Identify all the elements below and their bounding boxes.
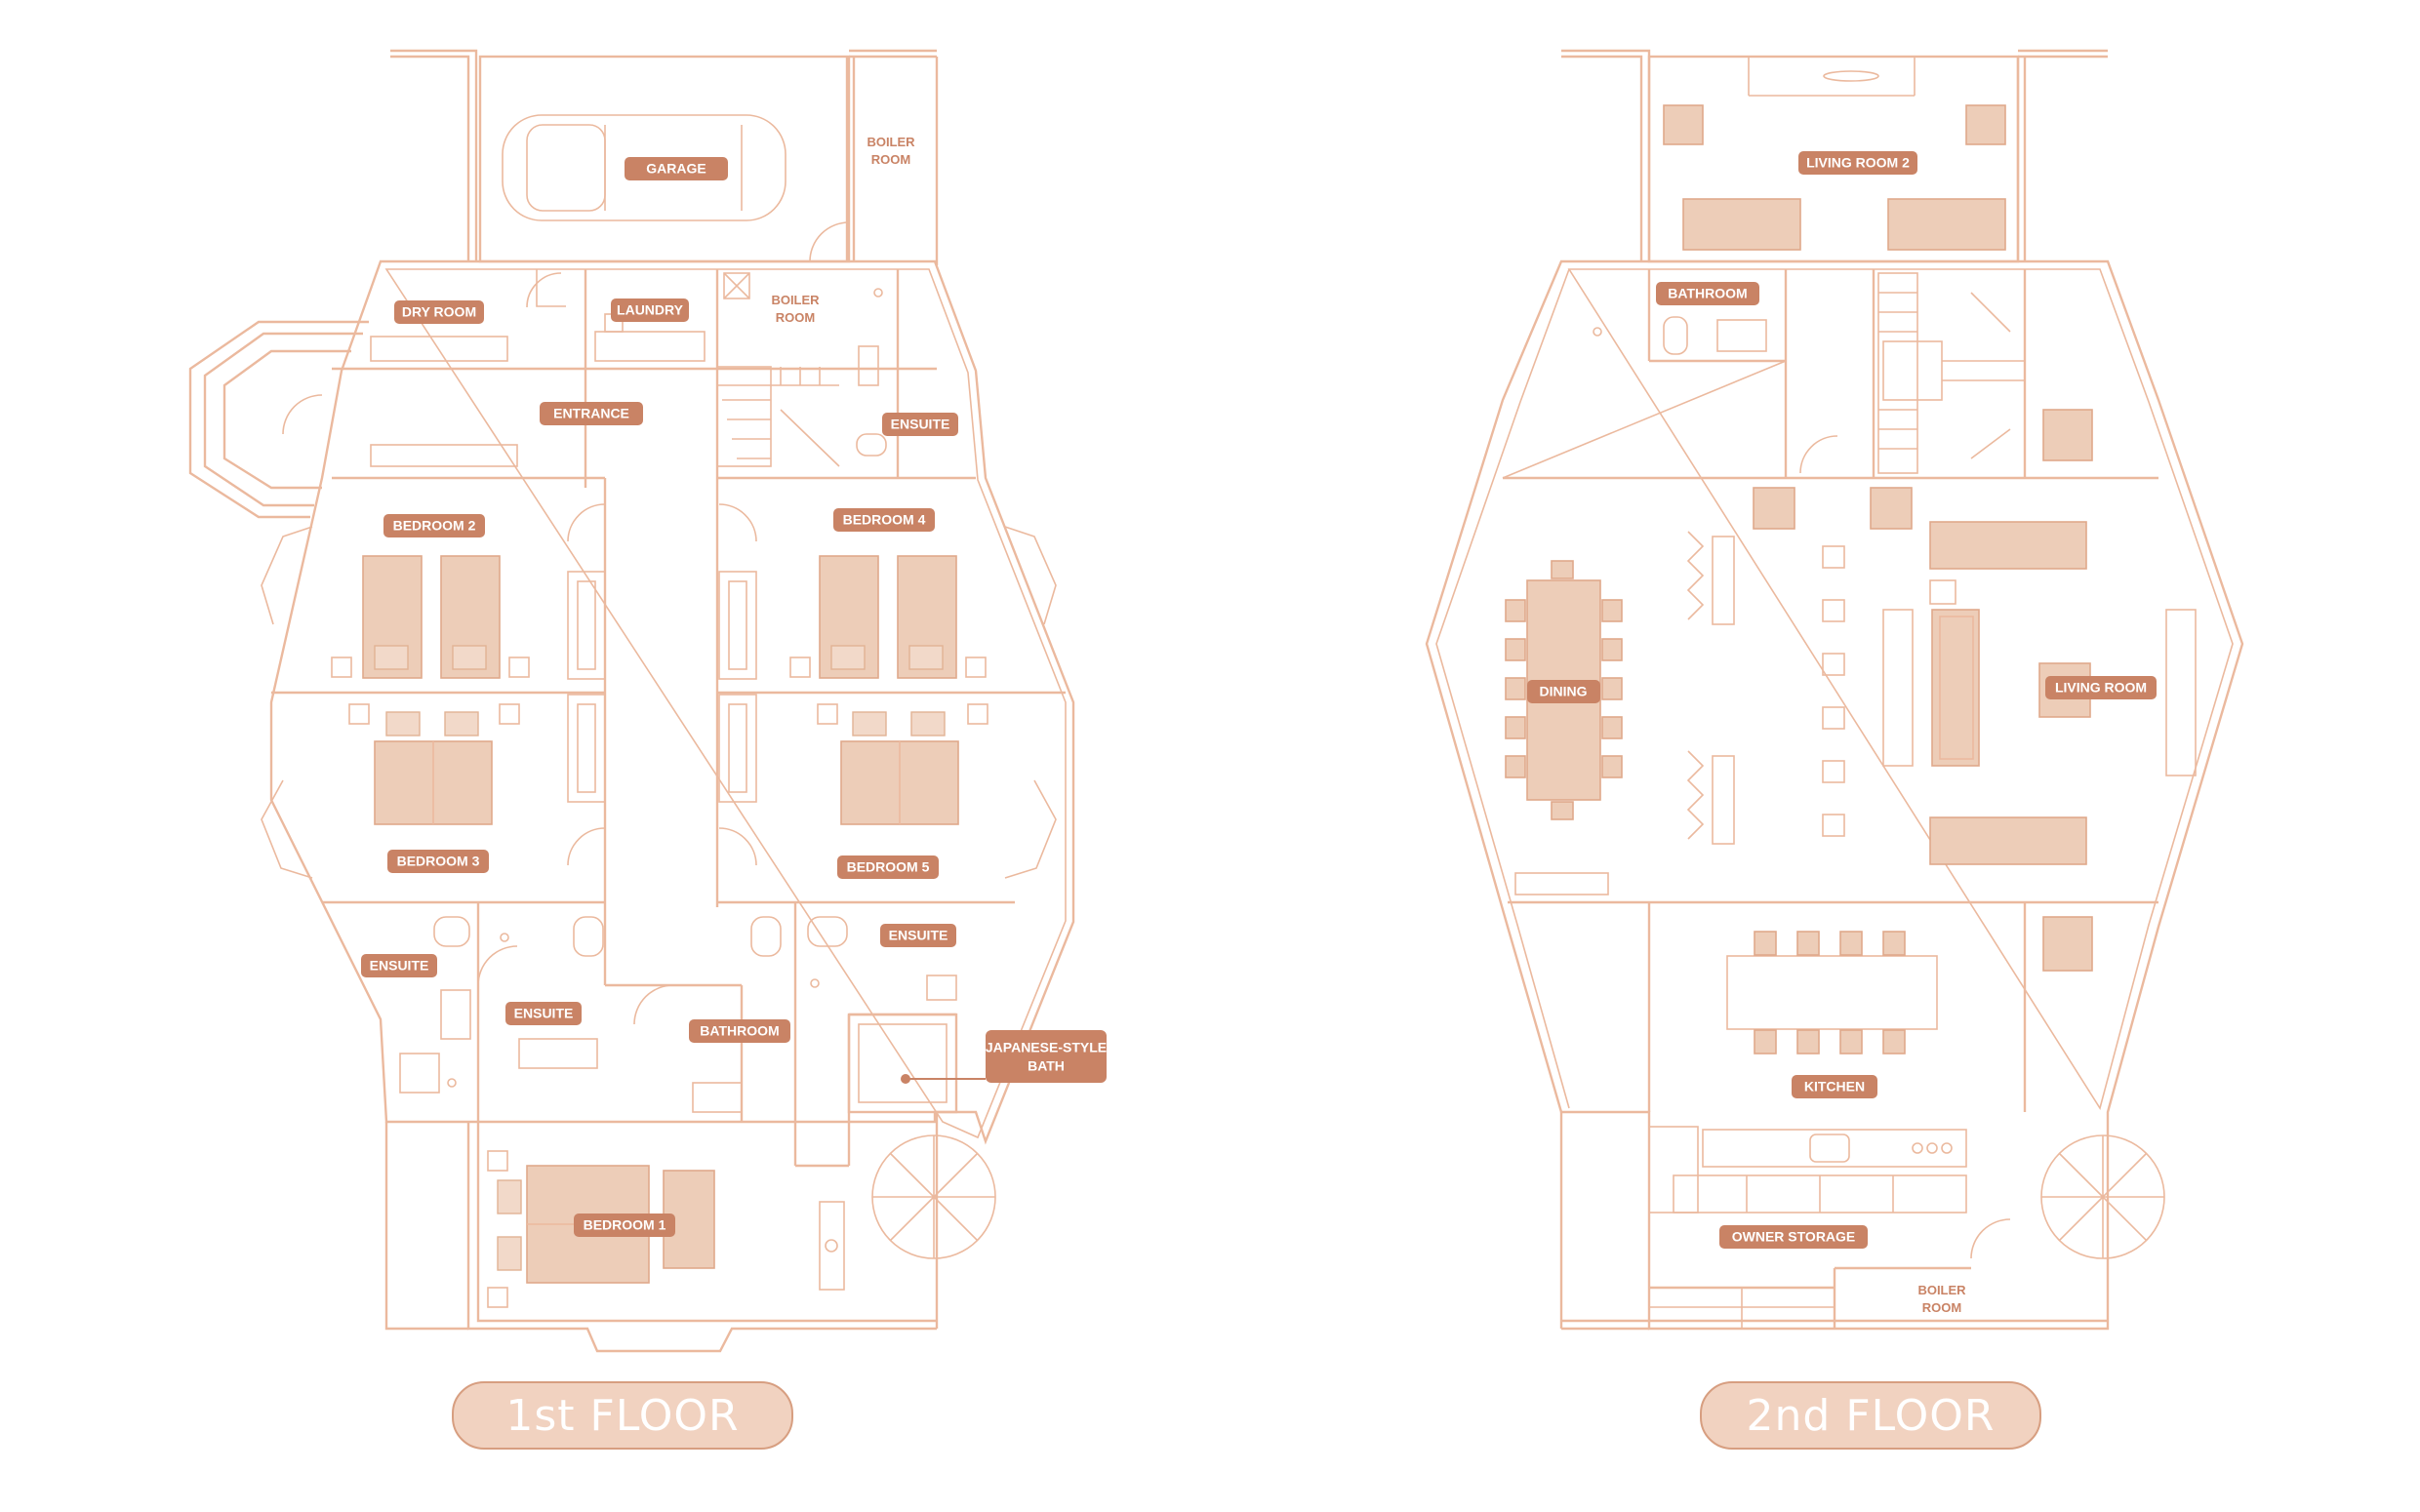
label-bedroom-2: BEDROOM 2 [383,514,485,537]
svg-text:ENSUITE: ENSUITE [891,417,950,432]
svg-text:ROOM: ROOM [776,310,815,325]
svg-text:DINING: DINING [1540,684,1588,699]
label-ensuite-right: ENSUITE [880,924,956,947]
sofa [1929,521,2087,570]
floor2-badge: 2nd FLOOR [1700,1381,2041,1450]
svg-text:BOILER: BOILER [771,293,820,307]
label-ensuite-center: ENSUITE [505,1002,582,1025]
svg-text:ROOM: ROOM [871,152,910,167]
svg-text:ENSUITE: ENSUITE [514,1006,574,1021]
floor2-labels: LIVING ROOM 2 BATHROOM DINING LIVING ROO… [1527,151,2157,1315]
label-owner-storage: OWNER STORAGE [1719,1225,1868,1249]
label-bedroom-4: BEDROOM 4 [833,508,935,532]
stairs-floor2 [1877,272,2025,474]
svg-text:ENTRANCE: ENTRANCE [553,406,629,421]
sofa [1682,198,1801,251]
sofa [1887,198,2006,251]
floor2-outline [1425,259,2244,1331]
svg-text:LIVING ROOM: LIVING ROOM [2055,680,2147,696]
svg-text:KITCHEN: KITCHEN [1804,1079,1865,1094]
label-dry-room: DRY ROOM [394,300,484,324]
label-laundry: LAUNDRY [611,298,689,322]
floor1-badge: 1st FLOOR [452,1381,793,1450]
svg-text:BEDROOM 3: BEDROOM 3 [397,854,480,869]
kitchen-island [1726,931,1938,1054]
svg-text:ENSUITE: ENSUITE [889,928,948,943]
stairs-floor1 [716,366,840,467]
label-bathroom-floor2: BATHROOM [1656,282,1759,305]
label-entrance: ENTRANCE [540,402,643,425]
label-japanese-style-bath: JAPANESE-STYLE BATH [986,1030,1107,1083]
svg-text:ROOM: ROOM [1922,1300,1961,1315]
svg-text:BOILER: BOILER [867,135,915,149]
label-living-room-2: LIVING ROOM 2 [1798,151,1917,175]
spiral-staircase-floor1 [871,1134,996,1259]
svg-text:BATHROOM: BATHROOM [700,1023,779,1039]
svg-text:ENSUITE: ENSUITE [370,958,429,974]
label-bedroom-3: BEDROOM 3 [387,850,489,873]
label-ensuite-top: ENSUITE [882,413,958,436]
svg-text:BATH: BATH [1028,1058,1065,1074]
svg-text:LIVING ROOM 2: LIVING ROOM 2 [1806,155,1910,171]
svg-text:BATHROOM: BATHROOM [1668,286,1747,301]
svg-text:DRY ROOM: DRY ROOM [402,304,476,320]
label-bedroom-1: BEDROOM 1 [574,1214,675,1237]
label-garage: GARAGE [625,157,728,180]
label-dining: DINING [1527,680,1600,703]
floor1-outline [269,259,1075,1145]
svg-text:BEDROOM 5: BEDROOM 5 [847,859,930,875]
label-kitchen: KITCHEN [1792,1075,1877,1098]
floor1-labels: GARAGE BOILER ROOM DRY ROOM LAUNDRY BOILE… [361,135,1107,1237]
svg-text:BEDROOM 4: BEDROOM 4 [843,512,926,528]
sofa [1931,609,1980,767]
floor1-plan [188,49,1075,1353]
sofa [1929,816,2087,865]
svg-text:GARAGE: GARAGE [646,161,706,177]
label-bedroom-5: BEDROOM 5 [837,855,939,879]
svg-text:BEDROOM 2: BEDROOM 2 [393,518,476,534]
svg-text:JAPANESE-STYLE: JAPANESE-STYLE [986,1040,1107,1055]
boiler-unit-icon [723,272,750,299]
label-boiler-room-mid: BOILER ROOM [771,293,820,325]
label-bathroom-floor1: BATHROOM [689,1019,790,1043]
label-living-room: LIVING ROOM [2045,676,2157,699]
svg-text:BEDROOM 1: BEDROOM 1 [584,1217,666,1233]
label-boiler-room-floor2: BOILER ROOM [1917,1283,1966,1315]
label-ensuite-left: ENSUITE [361,954,437,977]
spiral-staircase-floor2 [2040,1134,2165,1259]
label-boiler-room-top: BOILER ROOM [867,135,915,167]
car-icon [502,114,786,221]
svg-text:OWNER STORAGE: OWNER STORAGE [1732,1229,1856,1245]
svg-text:BOILER: BOILER [1917,1283,1966,1297]
svg-text:LAUNDRY: LAUNDRY [617,302,684,318]
